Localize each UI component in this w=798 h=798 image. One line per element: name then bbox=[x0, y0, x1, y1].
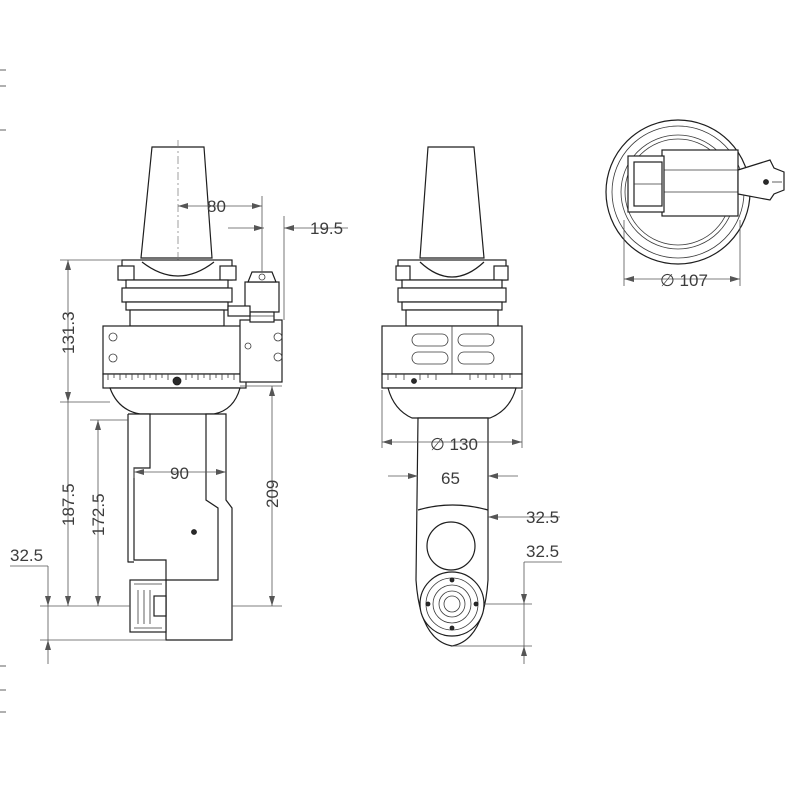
side-housing bbox=[102, 325, 247, 375]
top-view bbox=[605, 119, 785, 265]
side-scale-ticks bbox=[107, 374, 241, 380]
side-stop-pin bbox=[244, 281, 280, 313]
dim-80: 80 bbox=[207, 197, 226, 216]
front-graduated-ring bbox=[381, 373, 523, 389]
dim-32-5-left: 32.5 bbox=[10, 546, 43, 565]
side-taper bbox=[140, 146, 213, 259]
dim-172-5: 172.5 bbox=[89, 493, 108, 536]
side-flange-groove bbox=[125, 279, 229, 289]
dim-90: 90 bbox=[170, 464, 189, 483]
front-bore bbox=[426, 521, 476, 571]
dimension-lines bbox=[10, 196, 741, 664]
dim-32-5-right-a: 32.5 bbox=[526, 508, 559, 527]
front-slots bbox=[411, 326, 495, 374]
dim-65: 65 bbox=[441, 469, 460, 488]
front-taper bbox=[419, 146, 485, 259]
dim-19-5: 19.5 bbox=[310, 219, 343, 238]
front-view bbox=[381, 146, 523, 647]
page-edge-ticks bbox=[0, 69, 6, 713]
side-view bbox=[102, 140, 283, 641]
side-stop-block bbox=[239, 319, 283, 383]
dim-131-3: 131.3 bbox=[59, 311, 78, 354]
side-arm bbox=[128, 413, 233, 641]
dim-187-5: 187.5 bbox=[59, 483, 78, 526]
top-stop-tab bbox=[737, 159, 785, 201]
side-neck bbox=[109, 387, 241, 415]
top-body-block bbox=[661, 149, 739, 217]
side-flange-top bbox=[121, 259, 233, 281]
dim-209: 209 bbox=[263, 480, 282, 508]
dim-diameter-130: ∅ 130 bbox=[430, 435, 478, 454]
dim-diameter-107: ∅ 107 bbox=[660, 271, 708, 290]
dim-32-5-right-b: 32.5 bbox=[526, 542, 559, 561]
